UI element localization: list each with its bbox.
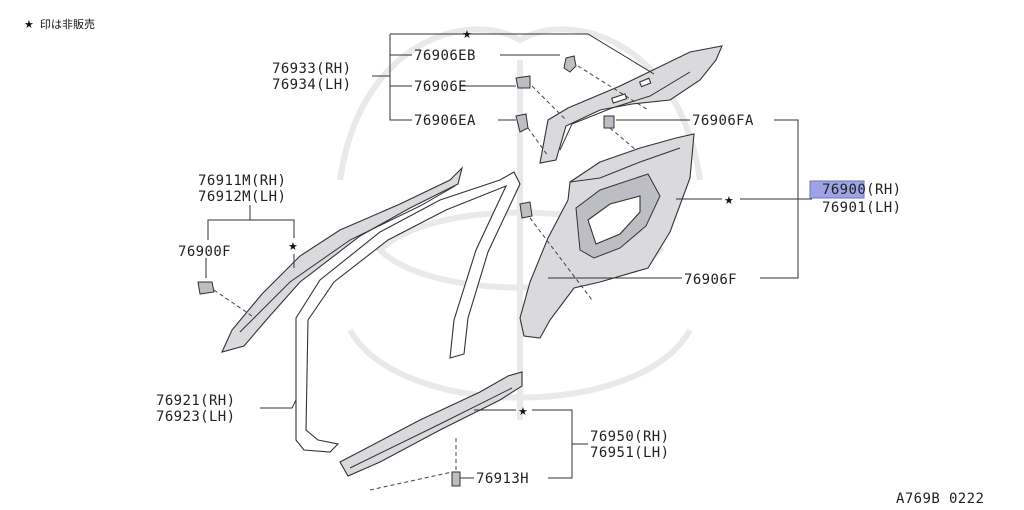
figure-code: A769B 0222 [896,491,984,507]
label-76933[interactable]: 76933(RH) [272,61,351,77]
legend-text: 印は非販売 [40,18,95,31]
star-icon: ★ [518,405,528,418]
label-76951[interactable]: 76951(LH) [590,445,669,461]
label-76906FA[interactable]: 76906FA [692,113,754,129]
part-number-highlight[interactable] [809,180,865,199]
label-76921[interactable]: 76921(RH) [156,393,235,409]
label-76906F[interactable]: 76906F [684,272,737,288]
star-icon: ★ [724,194,734,207]
label-76901[interactable]: 76901(LH) [822,200,901,216]
label-76900F[interactable]: 76900F [178,244,231,260]
label-76912M[interactable]: 76912M(LH) [198,189,286,205]
label-76906EA[interactable]: 76906EA [414,113,476,129]
legend-star: ★ [24,18,34,31]
label-76900-number[interactable]: 76900 [822,182,866,198]
star-icon: ★ [462,28,472,41]
label-76906E[interactable]: 76906E [414,79,467,95]
label-76906EB[interactable]: 76906EB [414,48,476,64]
label-76911M[interactable]: 76911M(RH) [198,173,286,189]
label-76923[interactable]: 76923(LH) [156,409,235,425]
star-icon: ★ [288,240,298,253]
part-upper-pillar-trim [539,45,723,164]
part-door-weatherstrip [295,171,521,453]
label-76950[interactable]: 76950(RH) [590,429,669,445]
part-kicking-plate [339,371,523,477]
label-76900-side: (RH) [866,182,901,198]
label-76900[interactable]: 76900(RH) [822,182,901,198]
part-front-pillar-trim [221,166,464,353]
label-76934[interactable]: 76934(LH) [272,77,351,93]
label-76913H[interactable]: 76913H [476,471,529,487]
